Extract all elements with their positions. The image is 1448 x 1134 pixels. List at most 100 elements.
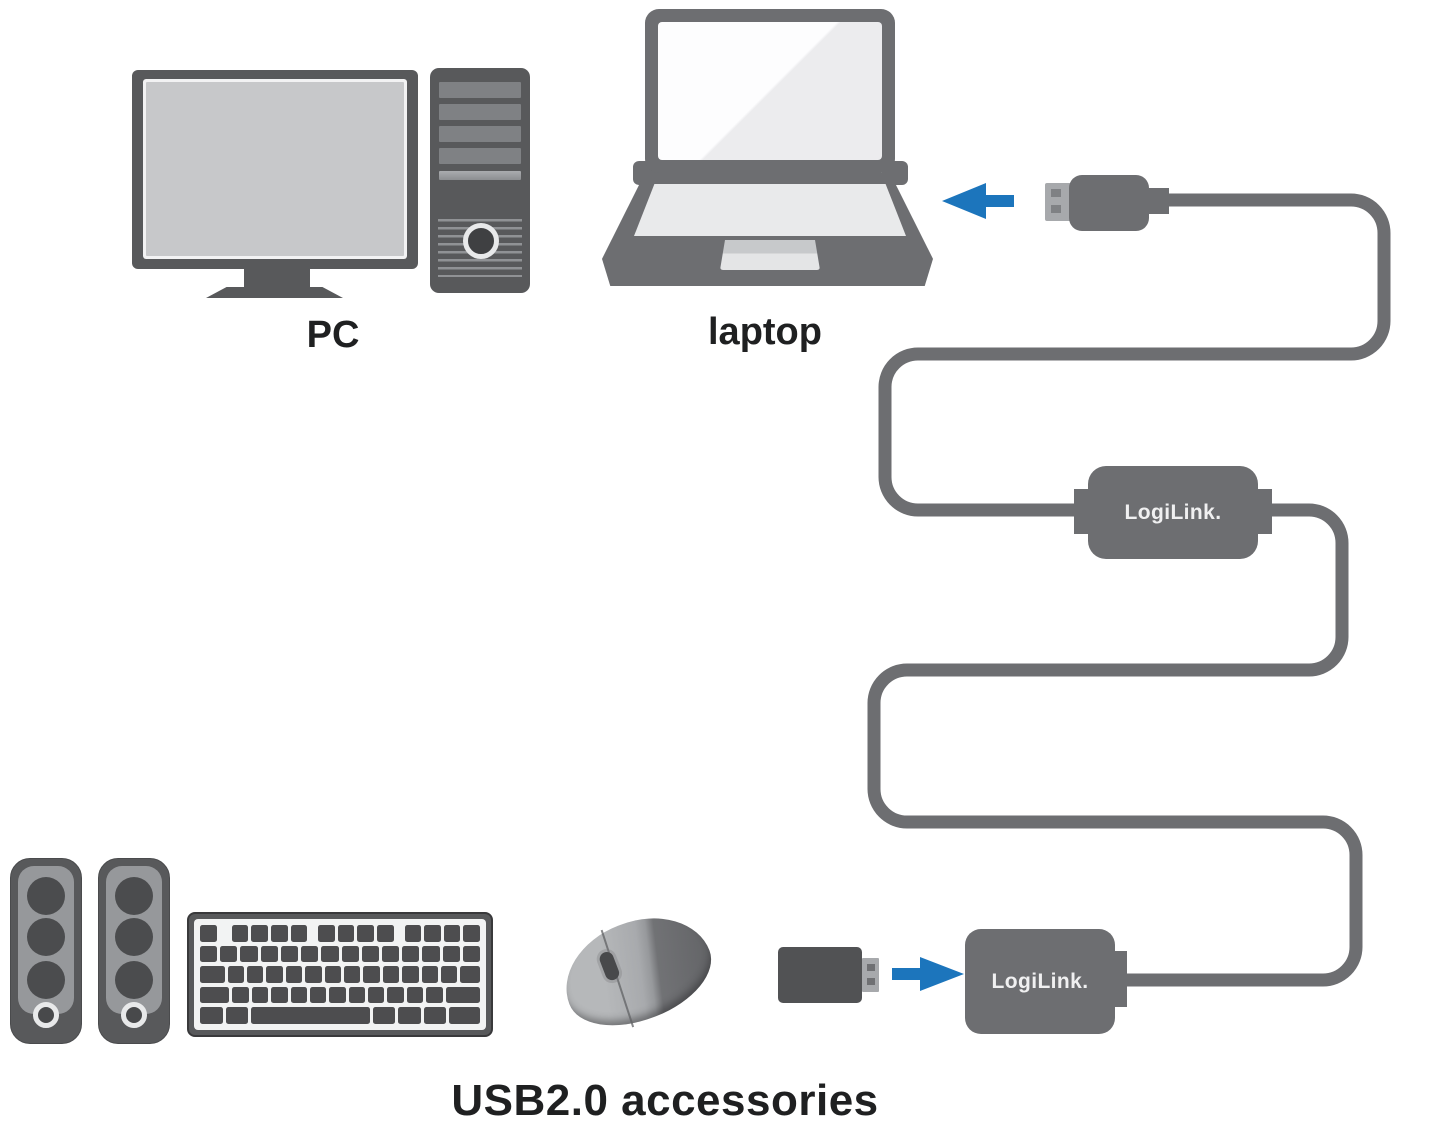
laptop-icon <box>645 9 895 173</box>
keyboard-key <box>426 986 443 1004</box>
keyboard-key <box>372 1007 396 1024</box>
receiver-brand-text: LogiLink. <box>991 969 1089 993</box>
tower-drive-bay <box>439 104 521 120</box>
keyboard-key <box>220 945 238 963</box>
keyboard-key <box>423 1007 447 1024</box>
keyboard-key <box>449 1007 480 1024</box>
keyboard-key <box>251 925 268 942</box>
laptop-label: laptop <box>708 311 822 353</box>
usb-cable-lower-segment <box>867 503 1363 987</box>
laptop-keyboard-deck <box>634 184 906 236</box>
keyboard-key <box>387 986 404 1004</box>
pc-monitor-stand-base <box>206 287 343 298</box>
keyboard-key <box>200 1007 223 1024</box>
keyboard-icon <box>187 912 493 1037</box>
keyboard-key <box>309 986 327 1004</box>
keyboard-key <box>382 966 400 983</box>
keyboard-key <box>200 945 218 963</box>
tower-drive-bay <box>439 148 521 164</box>
arrow-left-icon <box>942 183 1014 219</box>
keyboard-key <box>318 925 335 942</box>
keyboard-key <box>462 945 481 963</box>
receiver-right-tab <box>1111 951 1127 1007</box>
keyboard-key <box>381 945 400 963</box>
keyboard-key <box>305 966 322 983</box>
keyboard-key <box>266 966 283 983</box>
keyboard-keys <box>194 919 486 1030</box>
keyboard-key <box>285 966 303 983</box>
keyboard-key <box>377 925 394 942</box>
speaker-icon <box>98 858 170 1044</box>
accessories-label: USB2.0 accessories <box>451 1076 879 1125</box>
keyboard-key <box>348 986 366 1004</box>
keyboard-key <box>290 986 307 1004</box>
keyboard-key <box>443 925 461 942</box>
keyboard-key <box>337 925 355 942</box>
keyboard-key <box>463 925 481 942</box>
mouse-body <box>549 898 725 1044</box>
usb-plug-strain-relief <box>1147 188 1169 214</box>
keyboard-key <box>402 966 419 983</box>
keyboard-key <box>290 925 308 942</box>
keyboard-key <box>251 986 269 1004</box>
keyboard-key <box>225 1007 249 1024</box>
keyboard-key <box>329 986 346 1004</box>
speaker-port <box>33 1002 59 1028</box>
keyboard-key <box>246 966 264 983</box>
usb-extender-inline-box-icon: LogiLink. <box>1088 466 1258 559</box>
speaker-port <box>121 1002 147 1028</box>
keyboard-key <box>406 986 424 1004</box>
keyboard-key <box>321 945 339 963</box>
tower-power-button-icon <box>463 223 499 259</box>
tower-optical-drive <box>439 171 521 180</box>
keyboard-key <box>271 986 288 1004</box>
keyboard-key <box>361 945 379 963</box>
keyboard-key <box>341 945 359 963</box>
tower-drive-bay <box>439 82 521 98</box>
keyboard-key <box>424 925 441 942</box>
keyboard-key <box>398 1007 421 1024</box>
keyboard-key <box>445 986 480 1004</box>
keyboard-key <box>260 945 278 963</box>
keyboard-key <box>251 1007 370 1024</box>
keyboard-key <box>421 966 438 983</box>
extender-brand-text: LogiLink. <box>1124 500 1222 524</box>
keyboard-key <box>232 986 249 1004</box>
pc-monitor-stand-neck <box>244 269 310 287</box>
usb-cable-upper-segment <box>878 193 1391 517</box>
extender-right-tab <box>1256 489 1272 534</box>
keyboard-key <box>301 945 319 963</box>
mouse-icon <box>549 898 725 1044</box>
keyboard-key <box>324 966 341 983</box>
keyboard-key <box>270 925 288 942</box>
keyboard-key <box>231 925 249 942</box>
keyboard-key <box>343 966 361 983</box>
keyboard-key <box>227 966 244 983</box>
keyboard-key <box>442 945 460 963</box>
keyboard-key <box>402 945 420 963</box>
speaker-icon <box>10 858 82 1044</box>
usb-plug-contact-icon <box>1045 183 1071 221</box>
pc-tower-icon <box>430 68 530 293</box>
usb-adapter-icon <box>778 947 862 1003</box>
keyboard-key <box>422 945 440 963</box>
laptop-trackpad <box>720 240 820 270</box>
usb-receiver-box-icon: LogiLink. <box>965 929 1115 1034</box>
keyboard-key <box>363 966 380 983</box>
keyboard-key <box>200 966 225 983</box>
keyboard-key <box>200 986 230 1004</box>
keyboard-key <box>460 966 480 983</box>
arrow-right-icon <box>892 957 964 991</box>
usb-plug-icon <box>1069 175 1149 231</box>
laptop-screen <box>658 22 882 160</box>
keyboard-key <box>280 945 299 963</box>
keyboard-key <box>240 945 258 963</box>
pc-label: PC <box>306 314 360 356</box>
keyboard-key <box>368 986 385 1004</box>
keyboard-key <box>200 925 217 942</box>
extender-left-tab <box>1074 489 1090 534</box>
pc-monitor-icon <box>132 70 418 269</box>
pc-monitor-screen <box>146 82 404 256</box>
